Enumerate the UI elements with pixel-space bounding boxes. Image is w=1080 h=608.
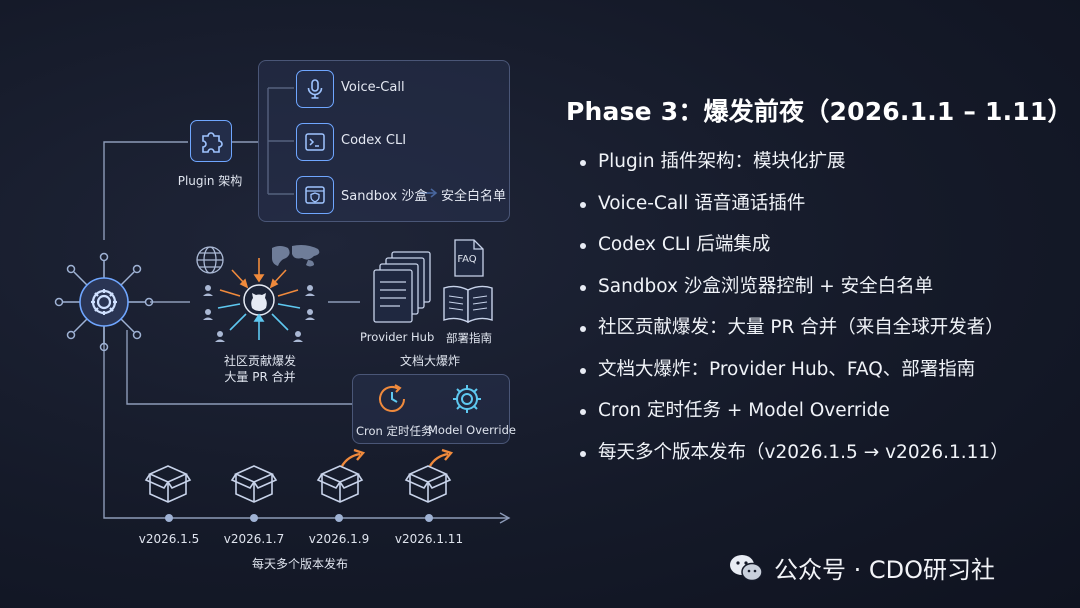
faq-label: FAQ <box>457 254 477 265</box>
open-book-icon <box>443 285 493 324</box>
version-label-2: v2026.1.7 <box>223 532 285 546</box>
documents-stack-icon <box>373 251 431 323</box>
plugin-puzzle-icon <box>190 120 232 162</box>
bullet-item: Sandbox 沙盒浏览器控制 + 安全白名单 <box>578 273 1048 301</box>
plugin-whitelist: 安全白名单 <box>441 189 507 204</box>
faq-document-icon <box>454 239 484 277</box>
cron-clock-icon <box>379 384 405 412</box>
release-box-icon-3 <box>316 448 366 503</box>
versions-caption: 每天多个版本发布 <box>251 557 348 571</box>
plugin-label: Plugin 架构 <box>177 174 243 188</box>
hub-gear-icon <box>54 252 154 352</box>
bullet-item: Voice-Call 语音通话插件 <box>578 190 1048 218</box>
version-label-4: v2026.1.11 <box>394 532 464 546</box>
cron-label: Cron 定时任务 <box>356 424 433 438</box>
watermark-text: 公众号 · CDO研习社 <box>774 556 996 584</box>
bullet-item: Codex CLI 后端集成 <box>578 231 1048 259</box>
plugin-voice-call: Voice-Call <box>341 80 405 95</box>
features-panel <box>352 374 510 444</box>
provider-hub-label: Provider Hub <box>360 330 435 344</box>
wechat-icon <box>730 554 763 581</box>
microphone-icon <box>296 70 334 108</box>
shield-browser-icon <box>296 176 334 214</box>
slide-title: Phase 3：爆发前夜（2026.1.1 – 1.11） <box>566 97 1073 126</box>
community-label-1: 社区贡献爆发 <box>223 354 296 368</box>
deploy-guide-label: 部署指南 <box>446 331 492 345</box>
version-label-1: v2026.1.5 <box>138 532 200 546</box>
bullet-item: 文档大爆炸：Provider Hub、FAQ、部署指南 <box>578 356 1048 384</box>
release-box-icon-4 <box>404 448 454 503</box>
terminal-icon <box>296 123 334 161</box>
model-override-gear-icon <box>453 385 481 413</box>
community-label-2: 大量 PR 合并 <box>224 370 296 384</box>
bullet-item: Cron 定时任务 + Model Override <box>578 397 1048 425</box>
version-label-3: v2026.1.9 <box>308 532 370 546</box>
bullet-list: Plugin 插件架构：模块化扩展 Voice-Call 语音通话插件 Code… <box>578 148 1048 480</box>
plugin-codex-cli: Codex CLI <box>341 133 407 148</box>
timeline-dots <box>165 514 433 522</box>
community-contribution-graphic <box>196 245 320 342</box>
release-box-icon-1 <box>144 465 192 503</box>
bullet-item: 社区贡献爆发：大量 PR 合并（来自全球开发者） <box>578 314 1004 342</box>
release-box-icon-2 <box>230 465 278 503</box>
docs-caption: 文档大爆炸 <box>399 354 460 368</box>
bullet-item: 每天多个版本发布（v2026.1.5 → v2026.1.11） <box>578 439 1048 467</box>
plugin-sandbox: Sandbox 沙盒 <box>341 189 428 204</box>
bullet-item: Plugin 插件架构：模块化扩展 <box>578 148 1048 176</box>
watermark: 公众号 · CDO研习社 <box>728 550 995 585</box>
model-override-label: Model Override <box>428 423 516 437</box>
